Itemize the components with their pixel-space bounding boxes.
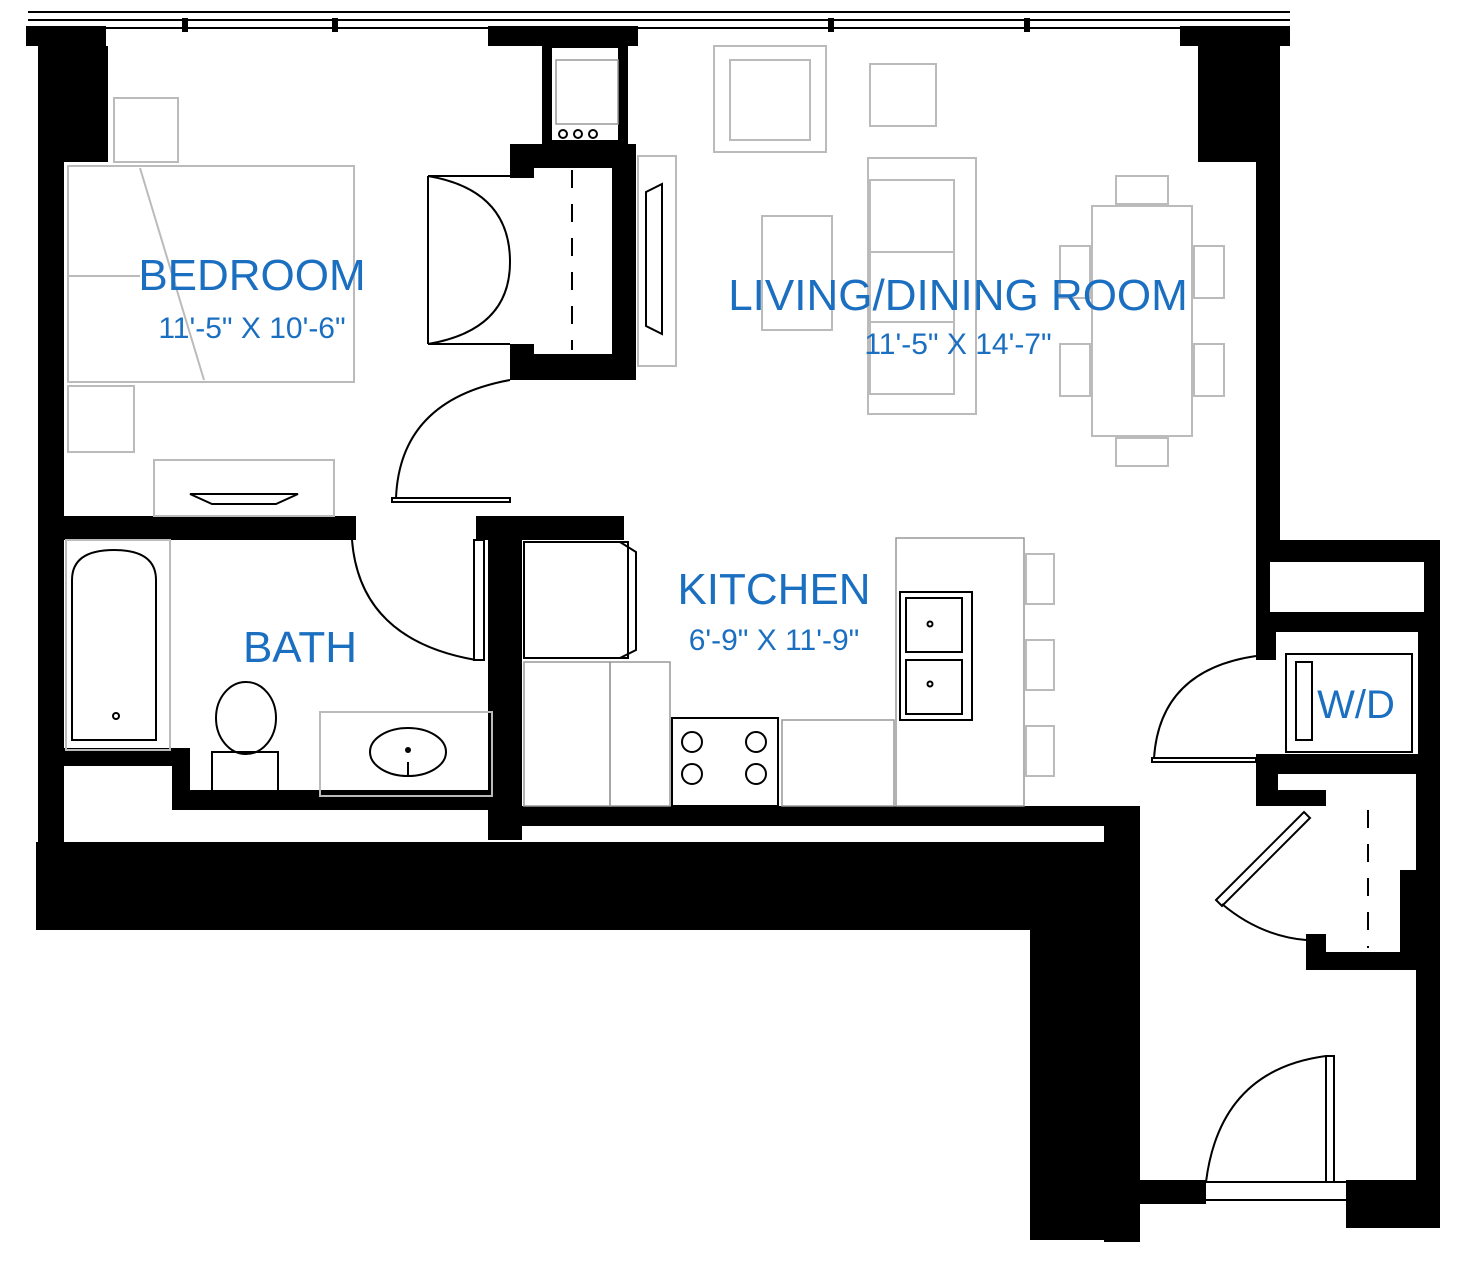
living-dining-name: LIVING/DINING ROOM (728, 271, 1188, 320)
kitchen-fixtures (523, 59, 1055, 807)
kitchen-dimensions: 6'-9" X 11'-9" (689, 624, 860, 657)
living-dining-dimensions: 11'-5" X 14'-7" (864, 328, 1051, 361)
laundry-name: W/D (1317, 683, 1395, 727)
bedroom-furniture (67, 97, 355, 517)
interior-walls (60, 42, 1440, 970)
bath-fixtures (65, 539, 493, 797)
living-dining-furniture (637, 45, 1225, 467)
bath-name: BATH (243, 623, 357, 672)
kitchen-name: KITCHEN (677, 565, 870, 614)
doors (351, 175, 1346, 1201)
washer-dryer (1285, 653, 1413, 753)
exterior-walls (36, 40, 1440, 1242)
bedroom-dimensions: 11'-5" X 10'-6" (158, 312, 345, 345)
window-wall-top (26, 11, 1290, 46)
bedroom-name: BEDROOM (138, 251, 365, 300)
